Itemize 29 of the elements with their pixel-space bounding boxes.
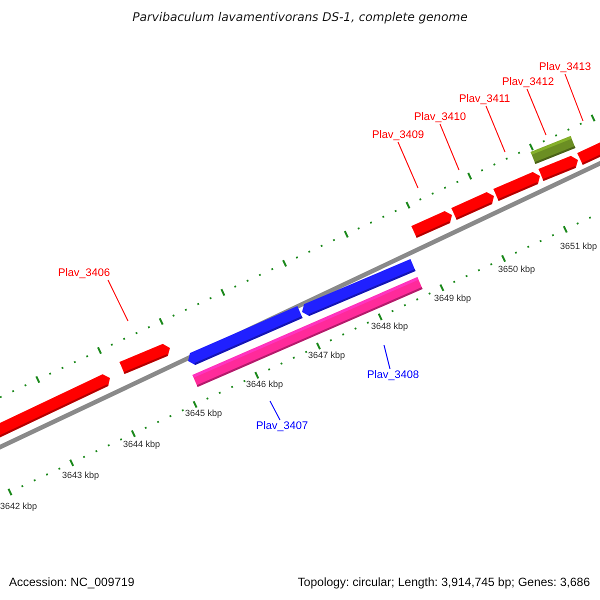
scale-label: 3643 kbp [62,470,100,481]
gene-label: Plav_3412 [502,76,554,89]
gene-label: Plav_3410 [414,111,466,124]
scale-label: 3649 kbp [434,293,472,304]
leader-line [384,344,390,370]
gene-label: Plav_3407 [256,420,308,433]
gene-label: Plav_3408 [367,369,419,382]
scale-label: 3646 kbp [246,379,284,390]
scale-label: 3644 kbp [123,439,160,450]
leader-line [486,106,506,152]
leader-line [398,142,418,188]
scale-label: 3647 kbp [308,350,346,361]
genome-info-text: Topology: circular; Length: 3,914,745 bp; Genes: 3,686 [298,575,590,589]
accession-text: Accession: NC_009719 [9,575,134,589]
leader-line [108,280,128,322]
leader-line [270,400,280,420]
leader-line [564,74,584,122]
leader-line [440,124,460,170]
scale-label: 3642 kbp [0,501,38,512]
gene-label: Plav_3409 [372,129,424,142]
scale-label: 3651 kbp [560,241,598,252]
scale-label: 3650 kbp [498,264,536,275]
gene-label: Plav_3411 [459,93,510,106]
title: Parvibaculum lavamentivorans DS-1, complete genome [131,10,469,24]
scale-label: 3648 kbp [371,321,408,332]
leader-line [526,88,546,136]
gene-label: Plav_3406 [58,267,110,280]
scale-label: 3645 kbp [185,408,222,419]
gene-label: Plav_3413 [539,61,591,74]
